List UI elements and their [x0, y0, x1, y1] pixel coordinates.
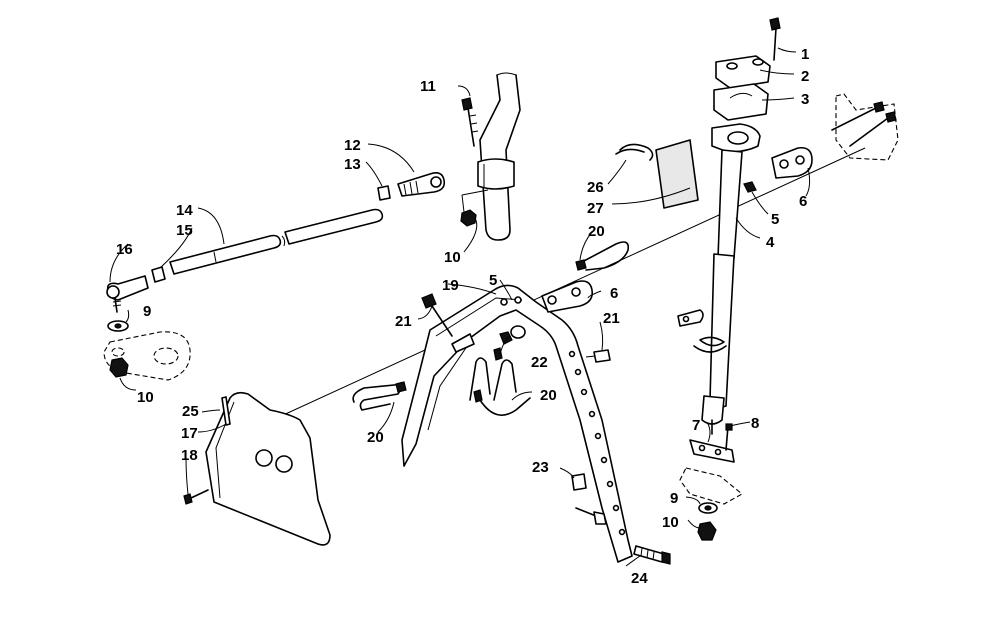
part-10-nut-upper [460, 189, 489, 227]
callout-1: 1 [801, 46, 809, 63]
part-18-screw [183, 489, 209, 505]
part-5-nut-upper [743, 181, 757, 193]
part-17-guard-plate [205, 391, 331, 546]
callout-5-lower: 5 [489, 272, 497, 289]
part-27-pad [655, 139, 699, 209]
part-1-bolt [769, 17, 781, 61]
part-9-washer-right [698, 502, 718, 514]
leader-lines [109, 47, 811, 567]
callout-16: 16 [116, 241, 133, 258]
part-2-clamp-cap [715, 55, 771, 89]
callout-9-right: 9 [670, 490, 678, 507]
frame-tube [477, 72, 521, 241]
part-25-pin [221, 396, 231, 426]
part-21-screw-right [585, 349, 611, 363]
part-7-bracket [689, 439, 735, 463]
part-8-pin [725, 423, 733, 451]
callout-15: 15 [176, 222, 193, 239]
callout-6-upper: 6 [799, 193, 807, 210]
callout-14: 14 [176, 202, 193, 219]
callout-10-right: 10 [662, 514, 679, 531]
part-13-jam-nut [377, 185, 391, 201]
callout-10-left: 10 [137, 389, 154, 406]
callout-21-right: 21 [603, 310, 620, 327]
part-15-jam-nut [151, 266, 166, 283]
callout-8: 8 [751, 415, 759, 432]
callout-18: 18 [181, 447, 198, 464]
callout-20-upper: 20 [588, 223, 605, 240]
callout-6-lower: 6 [610, 285, 618, 302]
part-26-clip [615, 143, 654, 161]
part-9-washer-left [107, 320, 129, 332]
callout-19: 19 [442, 277, 459, 294]
part-6-clamp-upper [771, 146, 813, 179]
part-21-screw-left [421, 293, 453, 337]
callout-20-left: 20 [367, 429, 384, 446]
part-6-clamp-lower [541, 280, 594, 313]
callout-10-upper: 10 [444, 249, 461, 266]
callout-9-left: 9 [143, 303, 151, 320]
part-20-u-clamp-left [352, 381, 407, 411]
part-14-tie-rod [169, 208, 384, 275]
callout-3: 3 [801, 91, 809, 108]
callout-24: 24 [631, 570, 648, 587]
part-24-bolt [575, 507, 671, 565]
callout-12: 12 [344, 137, 361, 154]
part-3-clamp-base [713, 83, 769, 121]
part-11-bolt [461, 97, 479, 147]
callout-23: 23 [532, 459, 549, 476]
callout-7: 7 [692, 417, 700, 434]
callout-21-left: 21 [395, 313, 412, 330]
callout-25: 25 [182, 403, 199, 420]
part-20-u-clamp-mid [469, 347, 531, 416]
callout-17: 17 [181, 425, 198, 442]
part-16-tie-rod-end [106, 275, 149, 313]
part-12-tie-rod-end [397, 172, 446, 197]
part-10-nut-right [697, 521, 717, 541]
callout-5-upper: 5 [771, 211, 779, 228]
callout-labels: 1 2 3 4 5 5 6 6 7 8 9 9 10 10 10 11 12 1… [116, 46, 809, 587]
callout-27: 27 [587, 200, 604, 217]
part-20-u-clamp-upper [575, 241, 630, 271]
part-23-stud [571, 473, 587, 491]
dashed-mount-bracket [835, 93, 899, 161]
callout-22: 22 [531, 354, 548, 371]
callout-20-mid: 20 [540, 387, 557, 404]
dashed-lower-plate [679, 467, 743, 505]
callout-11: 11 [420, 78, 436, 95]
part-19-bracket [401, 284, 633, 563]
long-bolts [831, 101, 897, 147]
callout-13: 13 [344, 156, 361, 173]
part-4-steering-column [677, 123, 761, 435]
steering-arm-dashed [103, 331, 191, 381]
callout-26: 26 [587, 179, 604, 196]
callout-4: 4 [766, 234, 775, 251]
part-10-nut-left [109, 357, 129, 378]
callout-2: 2 [801, 68, 809, 85]
part-22-nut [499, 325, 526, 345]
